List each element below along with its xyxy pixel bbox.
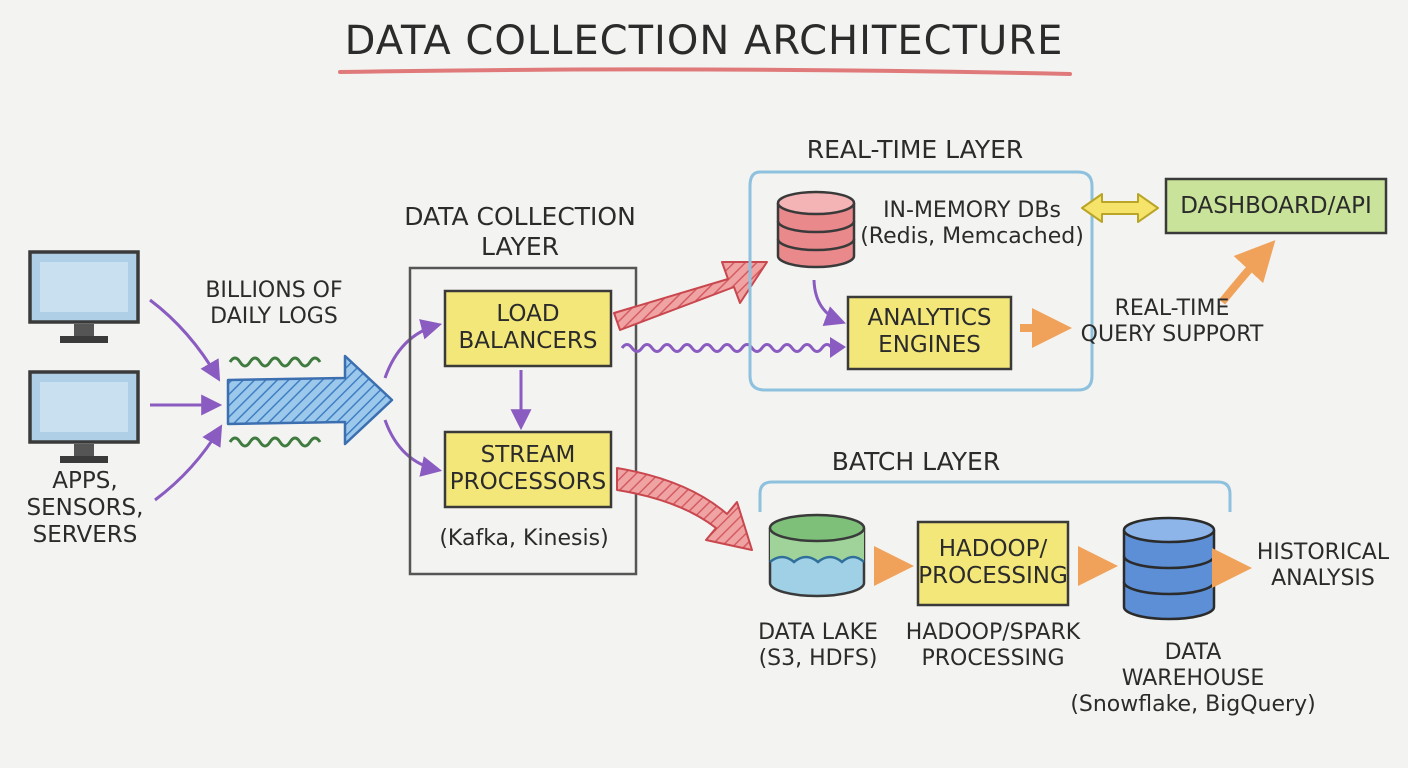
sources-label: APPS, SENSORS, SERVERS — [26, 468, 144, 549]
log-wave-bottom — [228, 436, 322, 448]
page-title: DATA COLLECTION ARCHITECTURE — [344, 18, 1064, 64]
collection-layer-title: DATA COLLECTION LAYER — [404, 202, 636, 261]
query-support-label: REAL-TIME QUERY SUPPORT — [1080, 296, 1264, 347]
dashboard-label[interactable]: DASHBOARD/API — [1180, 193, 1372, 219]
dashboard-box — [1164, 177, 1388, 235]
stream-processors-note: (Kafka, Kinesis) — [439, 526, 609, 551]
database-icon — [776, 190, 856, 269]
double-arrow-db-dashboard — [1081, 193, 1159, 223]
stream-processors-box — [443, 430, 613, 509]
red-arrow-batch — [616, 467, 753, 551]
data-warehouse-label: DATA WAREHOUSE (Snowflake, BigQuery) — [1070, 640, 1316, 717]
wave-arrow-to-analytics — [620, 343, 834, 353]
arrow-sources-bottom — [154, 424, 223, 502]
batch-layer-title: BATCH LAYER — [831, 447, 1001, 476]
data-lake-label: DATA LAKE (S3, HDFS) — [758, 620, 878, 671]
analytics-engines-box — [846, 295, 1013, 371]
stream-processors-label: STREAM PROCESSORS — [449, 442, 607, 496]
arrow-sources-top — [149, 298, 221, 382]
data-lake-icon — [768, 513, 866, 598]
hadoop-caption: HADOOP/SPARK PROCESSING — [905, 620, 1081, 671]
hadoop-box — [916, 520, 1070, 607]
arrow-to-load-balancers — [383, 319, 443, 379]
logs-flow-label: BILLIONS OF DAILY LOGS — [205, 278, 343, 329]
title-underline — [338, 67, 1072, 76]
arrow-to-stream-processors — [383, 419, 443, 477]
hadoop-box-label: HADOOP/ PROCESSING — [918, 536, 1068, 590]
inmemory-db-label: IN-MEMORY DBs (Redis, Memcached) — [860, 198, 1084, 249]
wave-arrowhead — [830, 337, 846, 358]
log-wave-top — [228, 356, 322, 368]
realtime-layer-title: REAL-TIME LAYER — [806, 135, 1024, 164]
database-icon — [1122, 516, 1216, 621]
monitor-icon — [28, 370, 140, 463]
red-arrow-realtime — [613, 261, 768, 331]
batch-layer-bracket — [758, 480, 1232, 512]
load-balancers-box — [443, 289, 613, 368]
arrow-query-to-dashboard — [1218, 240, 1276, 305]
arrow-db-to-analytics — [812, 279, 846, 327]
realtime-layer-frame — [748, 170, 1094, 392]
monitor-icon — [28, 250, 140, 343]
load-balancers-label: LOAD BALANCERS — [458, 301, 598, 355]
collection-layer-frame — [408, 266, 638, 576]
big-blue-arrow — [226, 354, 394, 446]
historical-analysis-label: HISTORICAL ANALYSIS — [1256, 540, 1390, 591]
analytics-engines-label: ANALYTICS ENGINES — [867, 305, 992, 359]
